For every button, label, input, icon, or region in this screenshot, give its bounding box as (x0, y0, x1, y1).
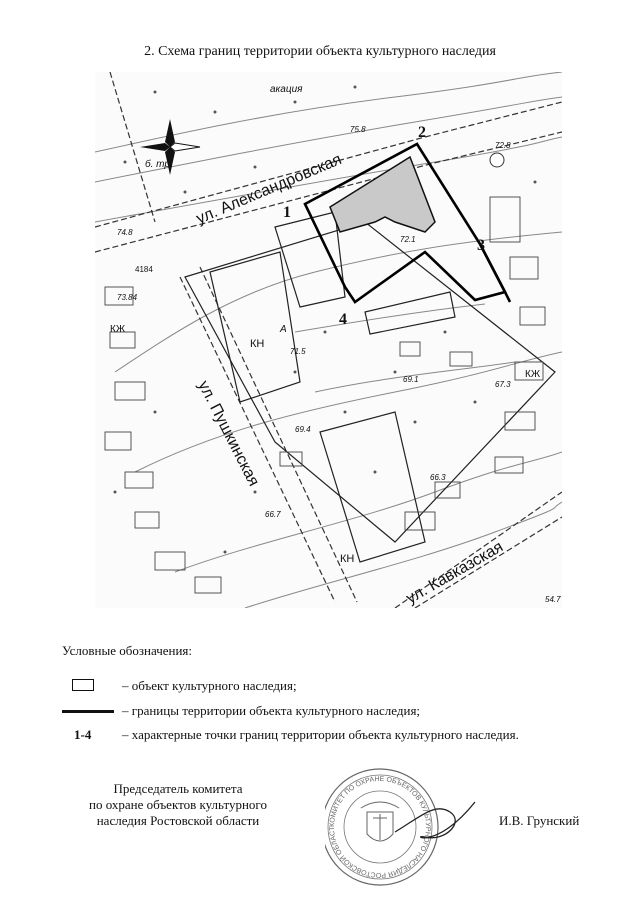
legend-item-text: – характерные точки границ территории об… (122, 727, 519, 742)
elevation-mark: 69.4 (295, 425, 311, 434)
boundary-point-label: 3 (477, 237, 485, 254)
elevation-mark: 73.84 (117, 293, 138, 302)
elevation-mark: 74.8 (117, 228, 133, 237)
territory-boundary (303, 142, 512, 304)
well-symbol (489, 152, 505, 168)
heritage-building (329, 155, 436, 233)
building-label: КН (250, 338, 264, 350)
coat-of-arms-icon (360, 801, 400, 842)
heritage-object-symbol (62, 677, 120, 695)
elevation-mark: 72.8 (495, 141, 511, 150)
official-seal: КОМИТЕТ ПО ОХРАНЕ ОБЪЕКТОВ КУЛЬТУРНОГО Н… (321, 756, 485, 892)
legend-title: Условные обозначения: (62, 643, 193, 658)
elevation-mark: 71.5 (290, 347, 306, 356)
elevation-mark: 67.3 (495, 380, 511, 389)
boundary-point-label: 4 (339, 311, 347, 328)
handwritten-signature (394, 801, 476, 839)
boundary-line-symbol (62, 702, 120, 720)
position-line: Председатель комитета (113, 781, 243, 796)
boundary-point-label: 1 (283, 204, 291, 221)
building-label: КЖ (525, 369, 541, 380)
signatory-position: Председатель комитета по охране объектов… (62, 781, 294, 829)
legend-item-text: – границы территории объекта культурного… (122, 703, 421, 718)
legend-item-text: – объект культурного наследия; (122, 678, 297, 693)
parcel-number: 4184 (135, 265, 153, 274)
position-line: наследия Ростовской области (96, 813, 260, 828)
small-buildings (104, 196, 546, 594)
boundary-point-label: 2 (418, 124, 426, 141)
building-label: КЖ (110, 324, 126, 335)
document-title: 2. Схема границ территории объекта культ… (144, 44, 496, 59)
elevation-mark: 72.1 (400, 235, 416, 244)
elevation-mark: 54.7 (545, 595, 561, 604)
elevation-mark: 66.3 (430, 473, 446, 482)
tree-label: б. тр. (145, 158, 173, 170)
survey-dots (113, 85, 537, 554)
building-label: КН (340, 553, 354, 565)
boundary-points-symbol: 1-4 (74, 727, 92, 742)
acacia-label: акация (270, 84, 303, 95)
position-line: по охране объектов культурного (89, 797, 267, 812)
building-label: А (279, 324, 287, 335)
site-plan-map: акация б. тр. 4184 ул. Александровская у… (95, 72, 562, 608)
elevation-mark: 75.8 (350, 125, 366, 134)
elevation-mark: 69.1 (403, 375, 419, 384)
plot-outlines (184, 211, 556, 563)
elevation-mark: 66.7 (265, 510, 281, 519)
signatory-name: И.В. Грунский (499, 813, 580, 828)
north-arrow-icon (140, 119, 201, 175)
